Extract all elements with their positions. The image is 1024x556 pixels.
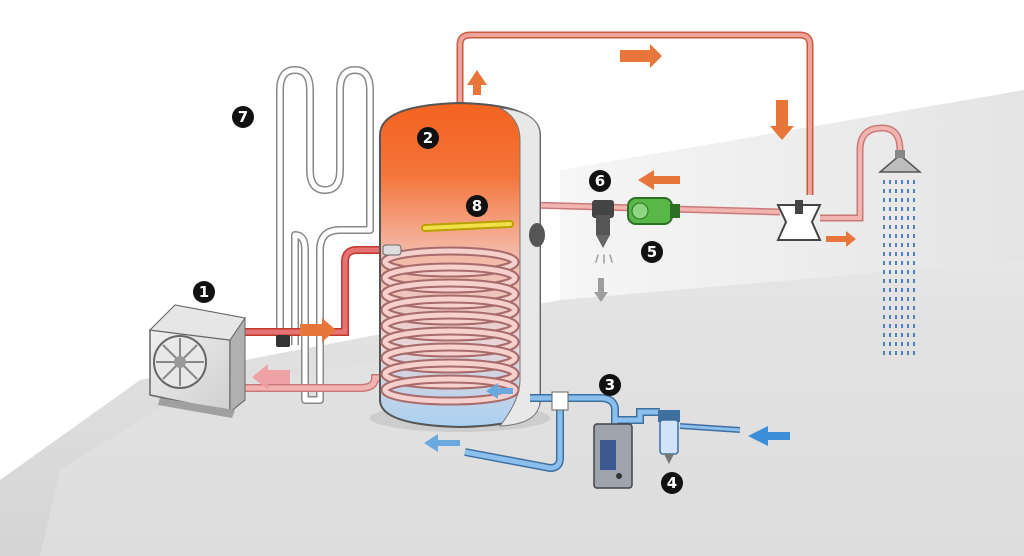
hot-flow-arrow bbox=[770, 100, 794, 140]
callout-number: 3 bbox=[605, 376, 615, 394]
water-softener bbox=[593, 423, 633, 489]
callout-badge-7: 7 bbox=[232, 106, 254, 128]
floor-shadow bbox=[40, 300, 1024, 556]
heat-pump-unit-icon bbox=[148, 304, 246, 418]
callout-badge-6: 6 bbox=[589, 170, 611, 192]
heat-pump-supply-arrow bbox=[300, 318, 336, 342]
callout-number: 1 bbox=[199, 283, 209, 301]
hot-flow-arrow bbox=[620, 44, 662, 68]
shower-head-icon bbox=[877, 150, 923, 360]
callout-number: 5 bbox=[647, 243, 657, 261]
drain-arrow bbox=[594, 278, 608, 302]
heat-pump-circuit bbox=[225, 246, 395, 392]
cold-inflow-arrow bbox=[748, 426, 790, 446]
callout-badges: 1 2 3 4 5 6 7 8 bbox=[193, 106, 683, 494]
hot-flow-arrow bbox=[638, 170, 680, 190]
heat-pump-return-arrow bbox=[252, 364, 290, 390]
heating-panel bbox=[276, 66, 374, 404]
safety-valve-group bbox=[592, 200, 614, 264]
tank-coil-arrow bbox=[486, 383, 513, 399]
hot-flow-arrow bbox=[826, 231, 856, 247]
flow-arrows bbox=[252, 44, 856, 452]
callout-number: 2 bbox=[423, 129, 433, 147]
recirculation-pump bbox=[627, 197, 680, 225]
drain-drops bbox=[595, 254, 613, 264]
filter-icon bbox=[658, 410, 680, 464]
callout-badge-3: 3 bbox=[599, 374, 621, 396]
callout-badge-2: 2 bbox=[417, 127, 439, 149]
callout-badge-8: 8 bbox=[466, 195, 488, 217]
callout-badge-5: 5 bbox=[641, 241, 663, 263]
callout-number: 6 bbox=[595, 172, 605, 190]
callout-number: 4 bbox=[667, 474, 677, 492]
callout-number: 7 bbox=[238, 108, 248, 126]
callout-number: 8 bbox=[472, 197, 482, 215]
storage-tank bbox=[370, 101, 550, 432]
shower-water-drops bbox=[883, 180, 915, 360]
tank-flange bbox=[529, 223, 545, 247]
heat-pump-supply-pipe bbox=[225, 246, 395, 336]
hot-flow-arrow bbox=[467, 70, 487, 95]
cold-outflow-arrow bbox=[424, 434, 460, 452]
callout-badge-1: 1 bbox=[193, 281, 215, 303]
callout-badge-4: 4 bbox=[661, 472, 683, 494]
cold-water-circuit bbox=[464, 391, 741, 473]
valve-icon bbox=[776, 200, 822, 241]
hot-water-loop bbox=[456, 31, 904, 222]
tank-coil bbox=[380, 246, 520, 406]
panel-valve-icon bbox=[276, 335, 290, 347]
